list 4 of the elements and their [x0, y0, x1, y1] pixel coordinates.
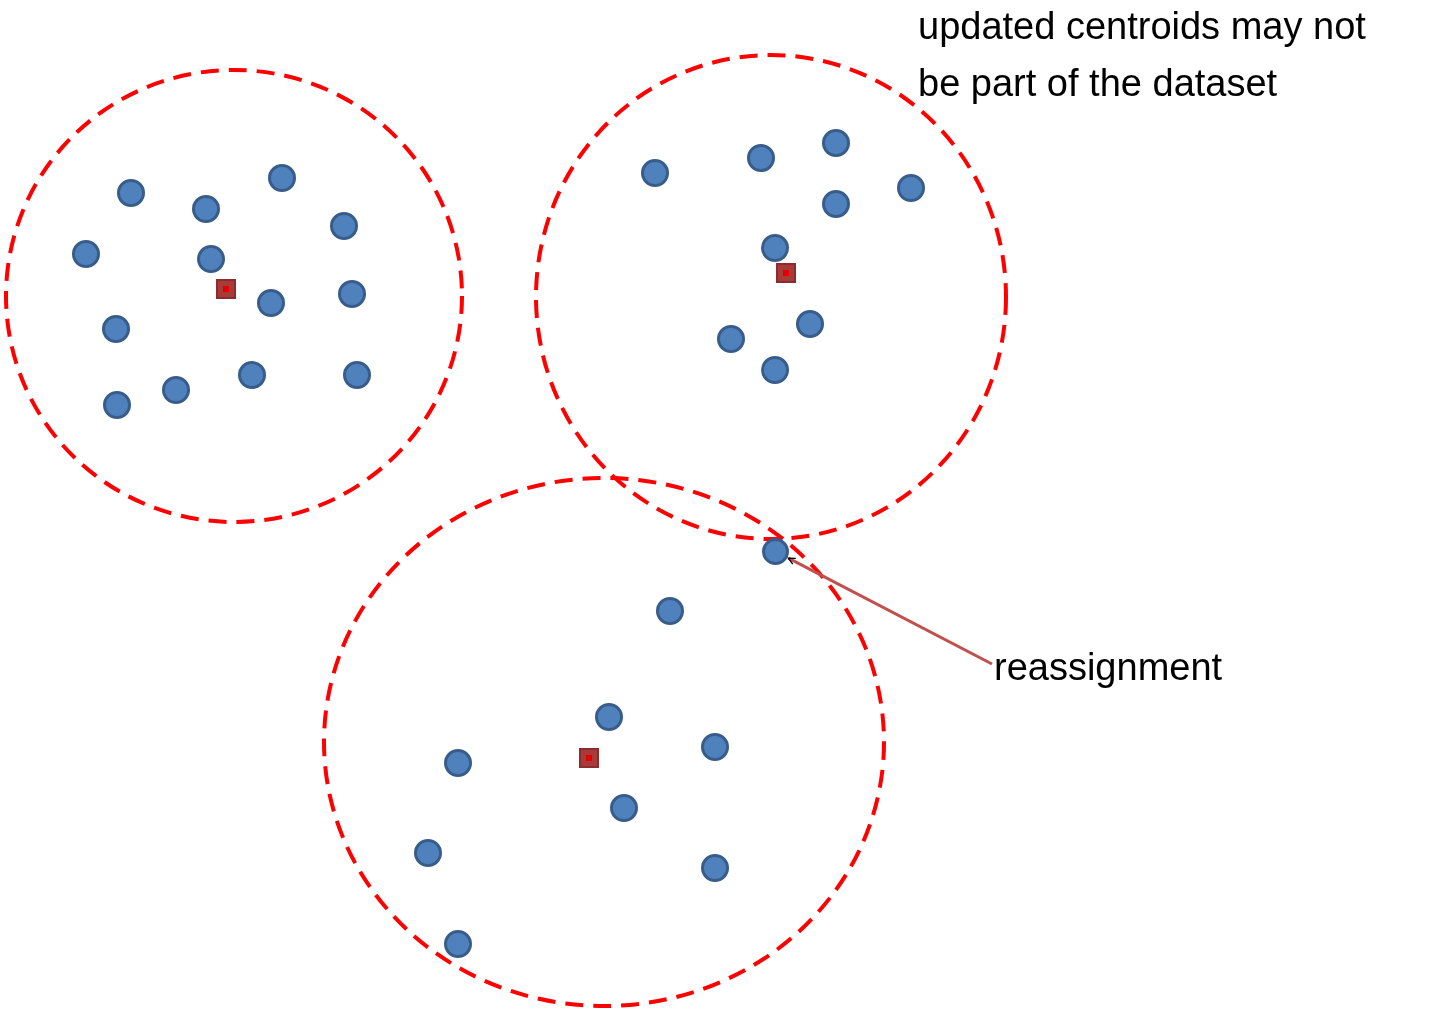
- note-text: updated centroids may not be part of the dataset: [918, 4, 1367, 106]
- data-point: [762, 538, 789, 565]
- annotation-text: reassignment: [994, 645, 1223, 691]
- arrow: [787, 556, 993, 666]
